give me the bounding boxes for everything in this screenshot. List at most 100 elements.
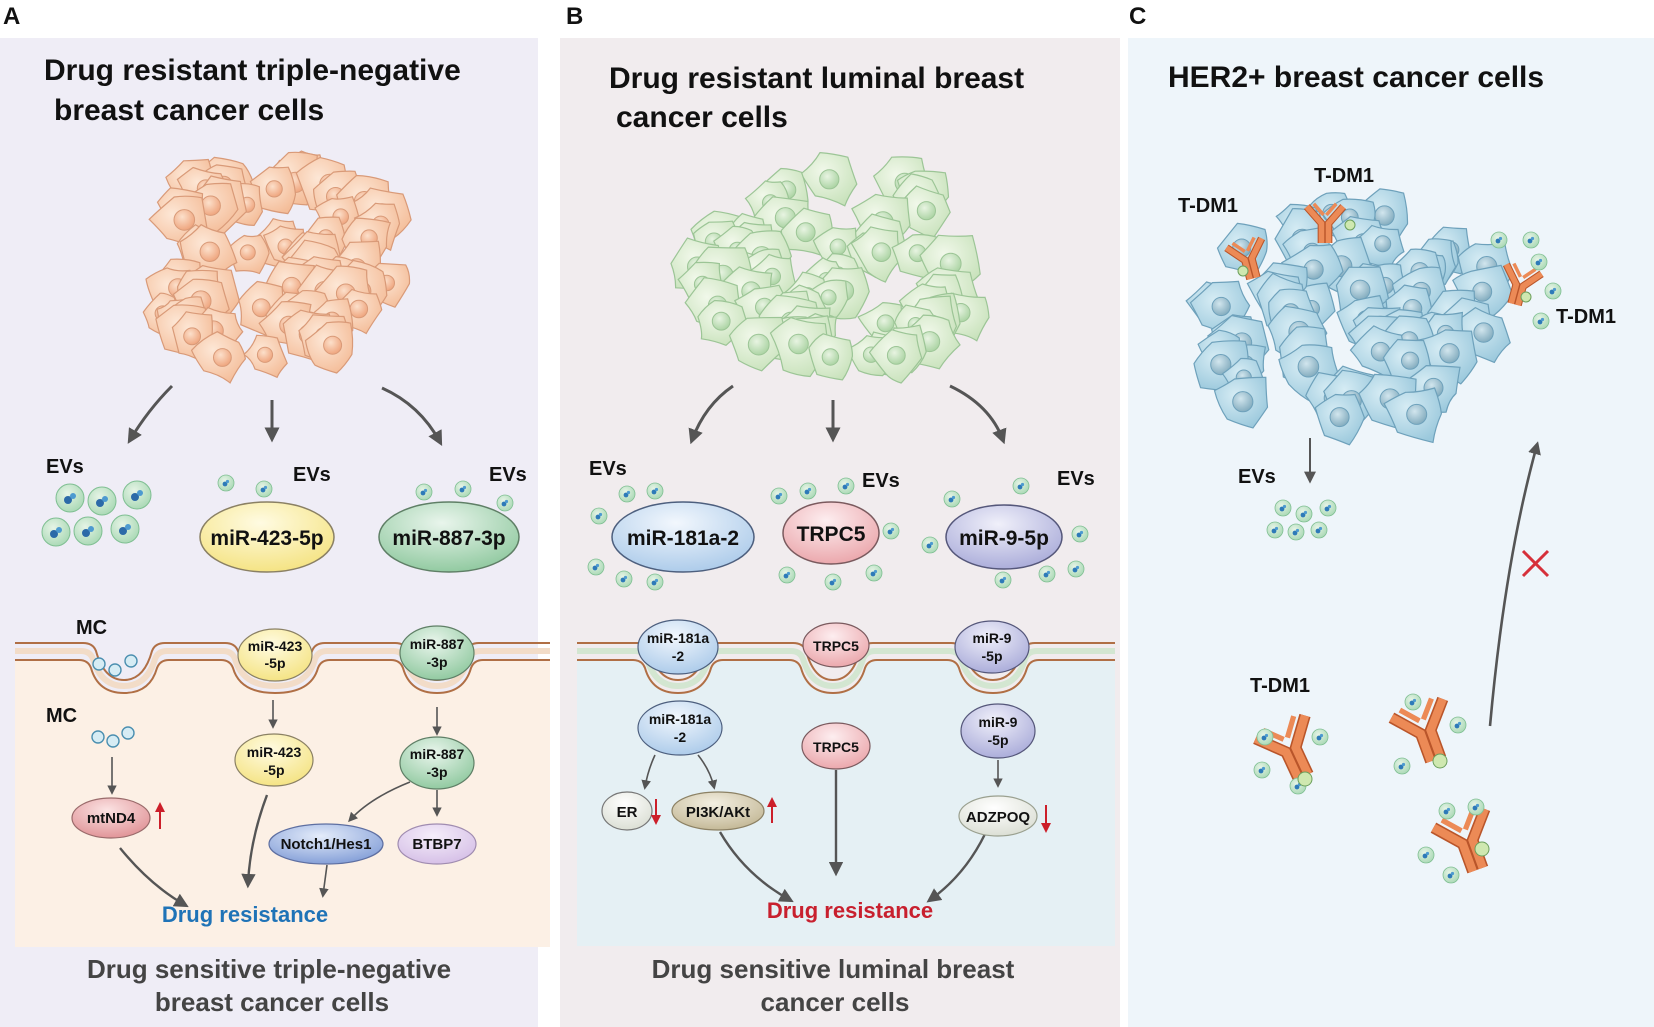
panel-a-title-line1: Drug resistant triple-negative — [44, 54, 461, 87]
cell-nucleus — [239, 244, 256, 261]
svg-text:miR-423: miR-423 — [247, 744, 302, 760]
cell-nucleus — [1211, 296, 1231, 317]
panel-b-intra-mir-9: miR-9 -5p — [960, 703, 1036, 759]
panel-c-ev-label: EVs — [1238, 466, 1276, 488]
cell-nucleus — [1210, 354, 1232, 376]
panel-c-blocked-uptake-arrow — [1488, 441, 1541, 727]
cell-nucleus — [820, 289, 837, 306]
svg-text:PI3K/AKt: PI3K/AKt — [686, 804, 750, 821]
svg-text:miR-423: miR-423 — [248, 638, 303, 654]
panel-a-bottom-line1: Drug sensitive triple-negative — [87, 954, 451, 984]
ev-cargo-mir-887-3p: miR-887-3p — [392, 527, 505, 550]
panel-a-mc-label-top: MC — [76, 617, 107, 639]
cell-nucleus — [1401, 351, 1420, 370]
cell-nucleus — [876, 314, 895, 333]
ev-cargo-trpc5: TRPC5 — [797, 523, 866, 546]
panel-a-target-mtnd4: mtND4 — [71, 797, 151, 839]
panel-b-target-adzpoq: ADZPOQ — [958, 795, 1038, 837]
cell-nucleus — [916, 201, 937, 221]
panel-c-drug-label-1: T-DM1 — [1178, 195, 1238, 217]
cell-nucleus — [871, 242, 892, 262]
resistant-tnbc-tumor-cluster — [142, 150, 412, 384]
panel-a-intra-mir-423: miR-423 -5p — [234, 733, 314, 787]
svg-text:TRPC5: TRPC5 — [813, 638, 859, 654]
svg-text:-5p: -5p — [264, 762, 285, 778]
svg-text:-3p: -3p — [427, 764, 448, 780]
panel-b-release-arrows — [688, 384, 1007, 445]
panel-a-title-line2: breast cancer cells — [54, 94, 324, 127]
svg-text:-5p: -5p — [265, 655, 286, 671]
panel-a-pathway-arrows — [107, 700, 442, 908]
panel-c-title: HER2+ breast cancer cells — [1168, 61, 1544, 94]
panel-b-target-pi3k-akt: PI3K/AKt — [671, 791, 765, 831]
panel-a-mc-label-bottom: MC — [46, 705, 77, 727]
panel-a-ev-label-1: EVs — [46, 456, 84, 478]
svg-text:-2: -2 — [674, 729, 687, 745]
panel-a-membrane-mir-887: miR-887 -3p — [399, 625, 475, 681]
svg-text:Notch1/Hes1: Notch1/Hes1 — [281, 836, 372, 853]
panel-b-intra-trpc5: TRPC5 — [801, 722, 871, 770]
panel-b-bottom-line2: cancer cells — [761, 987, 910, 1017]
svg-text:-3p: -3p — [427, 654, 448, 670]
cell-nucleus — [1473, 322, 1494, 343]
cell-nucleus — [829, 238, 847, 256]
panel-b-ev-label-1: EVs — [589, 458, 627, 480]
svg-text:miR-181a: miR-181a — [647, 630, 709, 646]
panel-b-ev-mir-9-5p: miR-9-5p — [921, 477, 1089, 589]
cell-nucleus — [213, 348, 232, 367]
panel-c-free-antibodies — [1254, 694, 1504, 883]
cell-nucleus — [1349, 279, 1371, 301]
panel-c-background — [1128, 38, 1654, 1027]
panel-a-ev-miR-887-3p: miR-887-3p — [378, 480, 520, 573]
cell-nucleus — [173, 209, 196, 231]
panel-c-antibodies-bound — [1226, 204, 1562, 330]
panel-a-ev-label-3: EVs — [489, 464, 527, 486]
panel-a-target-notch1-hes1: Notch1/Hes1 — [268, 823, 384, 865]
panel-a-intra-mir-887: miR-887 -3p — [399, 736, 475, 790]
panel-b-letter: B — [566, 3, 583, 30]
cell-nucleus — [795, 222, 816, 243]
panel-a-outcome: Drug resistance — [162, 902, 328, 927]
svg-text:BTBP7: BTBP7 — [412, 836, 461, 853]
svg-text:miR-181a: miR-181a — [649, 711, 711, 727]
panel-b-ev-label-3: EVs — [1057, 468, 1095, 490]
cell-nucleus — [1406, 403, 1428, 425]
panel-a-letter: A — [3, 3, 20, 30]
panel-b-pathway-arrows — [641, 754, 1003, 903]
cell-nucleus — [1297, 355, 1320, 378]
cell-nucleus — [349, 299, 369, 319]
ev-cargo-mir-181a-2: miR-181a-2 — [627, 527, 739, 550]
svg-text:miR-887: miR-887 — [410, 746, 465, 762]
cell-nucleus — [256, 346, 274, 363]
panel-b-ev-trpc5: TRPC5 — [770, 477, 900, 591]
panel-b-title-line2: cancer cells — [616, 101, 788, 134]
cell-nucleus — [1374, 235, 1392, 253]
cell-nucleus — [1439, 343, 1460, 364]
panel-c-drug-label-2: T-DM1 — [1314, 165, 1374, 187]
panel-b-ev-label-2: EVs — [862, 470, 900, 492]
cell-nucleus — [711, 311, 731, 331]
svg-text:-5p: -5p — [982, 648, 1003, 664]
panel-b-intra-mir-181a: miR-181a -2 — [637, 700, 723, 756]
cell-nucleus — [1472, 281, 1493, 302]
her2-tumor-cluster — [1185, 188, 1515, 446]
panel-b-membrane-trpc5: TRPC5 — [802, 622, 870, 668]
panel-b-membrane-mir-9: miR-9 -5p — [954, 620, 1030, 674]
panel-a-ev-label-2: EVs — [293, 464, 331, 486]
panel-b-outcome: Drug resistance — [767, 898, 933, 923]
svg-text:TRPC5: TRPC5 — [813, 739, 859, 755]
panel-c-letter: C — [1129, 3, 1146, 30]
svg-text:miR-9: miR-9 — [979, 714, 1018, 730]
svg-text:ER: ER — [617, 804, 638, 821]
cell-nucleus — [265, 180, 283, 198]
cell-nucleus — [747, 333, 770, 356]
panel-a-target-btbp7: BTBP7 — [397, 823, 477, 865]
svg-text:-2: -2 — [672, 648, 685, 664]
panel-b-bottom-line1: Drug sensitive luminal breast — [652, 954, 1015, 984]
cell-nucleus — [323, 335, 343, 355]
svg-text:miR-9: miR-9 — [973, 630, 1012, 646]
cell-nucleus — [821, 348, 840, 366]
cell-nucleus — [788, 333, 809, 355]
panel-a-membrane-mir-423: miR-423 -5p — [237, 628, 313, 682]
ev-cargo-mir-9-5p: miR-9-5p — [959, 527, 1049, 550]
